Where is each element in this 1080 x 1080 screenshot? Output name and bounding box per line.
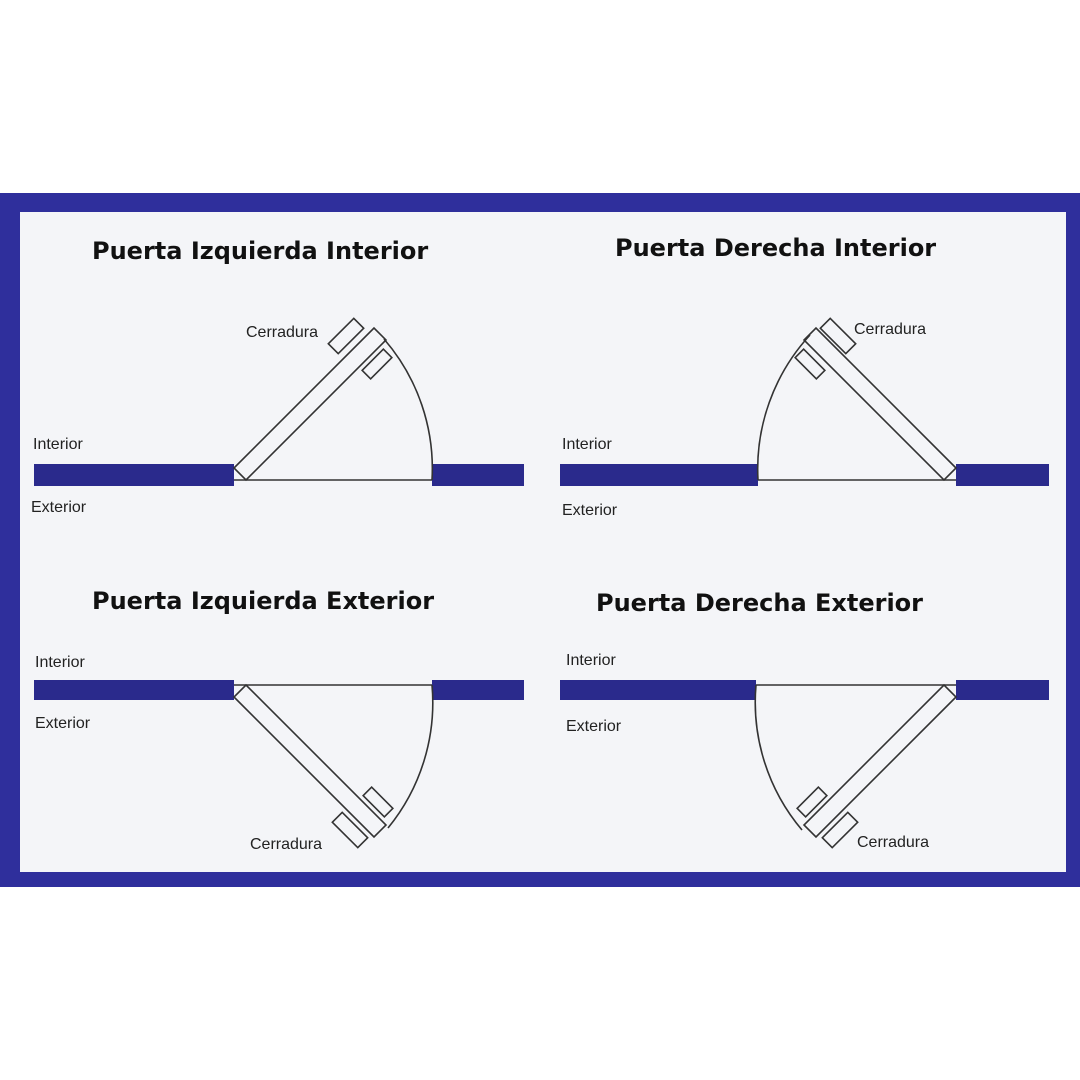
door-leaf <box>802 326 958 482</box>
door-swing-arc <box>756 334 811 481</box>
exterior-label: Exterior <box>562 502 618 519</box>
door-leaf <box>232 683 388 839</box>
interior-label: Interior <box>566 652 616 669</box>
quadrant-right-exterior: Puerta Derecha Exterior Cerradura Interi… <box>560 589 1049 851</box>
wall-segment-right <box>432 680 524 700</box>
quadrant-left-interior: Puerta Izquierda Interior Cerradura Inte… <box>31 237 524 516</box>
wall-segment-left <box>560 464 758 486</box>
wall-segment-left <box>560 680 756 700</box>
door-leaf <box>802 683 958 839</box>
wall-segment-right <box>956 680 1049 700</box>
lock-icon <box>327 317 393 380</box>
door-swing-arc <box>383 338 434 481</box>
door-leaf <box>232 326 388 482</box>
lock-label: Cerradura <box>854 321 926 338</box>
exterior-label: Exterior <box>566 718 622 735</box>
interior-label: Interior <box>562 436 612 453</box>
lock-icon <box>331 786 394 849</box>
lock-icon <box>794 317 857 380</box>
quadrant-title: Puerta Izquierda Exterior <box>92 587 434 615</box>
lock-label: Cerradura <box>250 836 322 853</box>
quadrant-title: Puerta Izquierda Interior <box>92 237 428 265</box>
lock-icon <box>796 786 859 849</box>
exterior-label: Exterior <box>31 499 87 516</box>
quadrant-title: Puerta Derecha Interior <box>615 234 936 262</box>
quadrant-right-interior: Puerta Derecha Interior Cerradura Interi… <box>560 234 1049 519</box>
lock-label: Cerradura <box>246 324 318 341</box>
door-swing-arc <box>754 684 803 831</box>
interior-label: Interior <box>35 654 85 671</box>
quadrant-title: Puerta Derecha Exterior <box>596 589 923 617</box>
wall-segment-left <box>34 680 234 700</box>
interior-label: Interior <box>33 436 83 453</box>
lock-label: Cerradura <box>857 834 929 851</box>
door-swing-arc <box>387 684 434 829</box>
wall-segment-right <box>432 464 524 486</box>
exterior-label: Exterior <box>35 715 91 732</box>
quadrant-left-exterior: Puerta Izquierda Exterior Cerradura Inte… <box>34 587 524 853</box>
wall-segment-right <box>956 464 1049 486</box>
wall-segment-left <box>34 464 234 486</box>
